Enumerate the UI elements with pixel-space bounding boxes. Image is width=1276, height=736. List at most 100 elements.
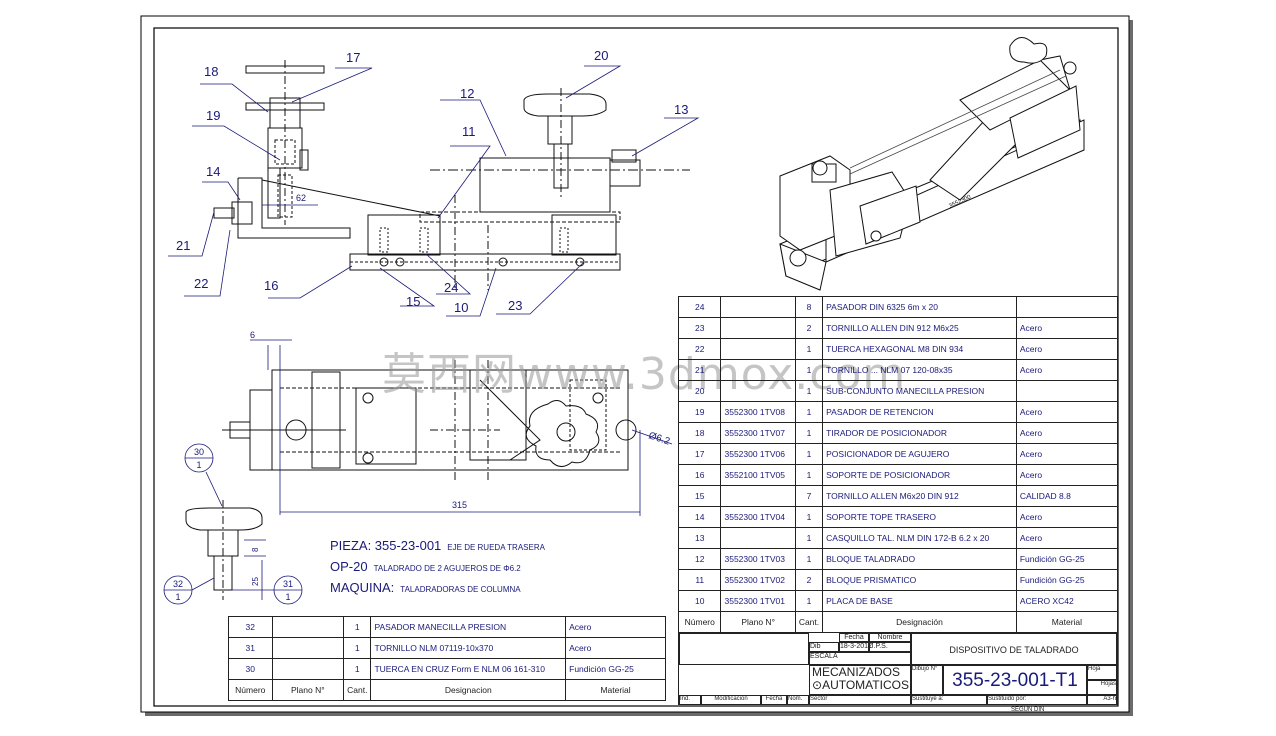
table-cell: 31: [228, 637, 273, 659]
column-header: Material: [565, 679, 666, 701]
tb-nom: Nom.: [787, 695, 809, 705]
table-cell: 3552300 1TV03: [720, 548, 796, 570]
table-cell: 3552300 1TV01: [720, 590, 796, 612]
balloon-14: 14: [206, 164, 220, 179]
balloon-12: 12: [460, 86, 474, 101]
table-cell: Fundición GG-25: [1015, 569, 1119, 591]
table-cell: 12: [677, 548, 722, 570]
tb-ind: Ind.: [679, 695, 701, 705]
table-cell: SOPORTE DE POSICIONADOR: [822, 464, 1017, 486]
note-maq-desc: TALADRADORAS DE COLUMNA: [400, 585, 521, 594]
column-header: Número: [677, 611, 722, 633]
table-cell: Fundición GG-25: [1015, 548, 1119, 570]
table-cell: POSICIONADOR DE AGUJERO: [822, 443, 1017, 465]
table-cell: 1: [794, 401, 824, 423]
table-cell: 1: [794, 338, 824, 360]
detail-balloon-32-a: 32: [173, 579, 183, 589]
table-cell: [271, 658, 345, 680]
table-cell: SUB-CONJUNTO MANECILLA PRESION: [822, 380, 1017, 402]
column-header: Designacion: [370, 679, 567, 701]
tb-company-line2: ⊙AUTOMATICOS: [812, 679, 910, 692]
tb-hoja: Hoja: [1087, 665, 1117, 680]
table-cell: 3552300 1TV02: [720, 569, 796, 591]
table-cell: 17: [677, 443, 722, 465]
table-cell: 3552100 1TV05: [720, 464, 796, 486]
top-view: [222, 360, 637, 480]
balloon-23: 23: [508, 298, 522, 313]
dim-315: 315: [452, 500, 467, 510]
table-cell: 10: [677, 590, 722, 612]
tb-fecha: Fecha: [761, 695, 787, 705]
dim-25: 25: [251, 577, 260, 586]
table-cell: CALIDAD 8.8: [1015, 485, 1119, 507]
table-cell: BLOQUE PRISMATICO: [822, 569, 1017, 591]
table-cell: Acero: [1015, 464, 1119, 486]
tb-dib-label: Dib: [809, 642, 839, 652]
note-op-label: OP-20: [330, 559, 368, 574]
tb-fecha-header: Fecha: [839, 633, 869, 642]
table-cell: [720, 296, 796, 318]
detail-balloon-30-b: 1: [196, 460, 201, 470]
table-cell: Acero: [1015, 422, 1119, 444]
table-cell: Acero: [1015, 338, 1119, 360]
table-cell: TORNILLO ALLEN DIN 912 M6x25: [822, 317, 1017, 339]
table-cell: [271, 637, 345, 659]
tb-modificacion: Modificacion: [701, 695, 761, 705]
tb-company-line2-text: AUTOMATICOS: [822, 678, 909, 692]
tb-dibujo-no-label: Dibujo N°: [911, 665, 943, 695]
title-block: Fecha Nombre Dib 18-3-2012 J.P.S. ESCALA…: [678, 632, 1118, 713]
table-cell: 1: [794, 464, 824, 486]
isometric-view: 3552300: [779, 37, 1085, 291]
table-cell: 1: [343, 616, 372, 638]
table-cell: 16: [677, 464, 722, 486]
table-cell: 1: [343, 637, 372, 659]
balloon-18: 18: [204, 64, 218, 79]
table-cell: [720, 338, 796, 360]
balloon-16: 16: [264, 278, 278, 293]
table-cell: Acero: [565, 616, 666, 638]
column-header: Designación: [822, 611, 1017, 633]
table-cell: [720, 317, 796, 339]
table-cell: 1: [794, 443, 824, 465]
table-cell: 32: [228, 616, 273, 638]
table-cell: Acero: [1015, 317, 1119, 339]
front-view: [213, 60, 690, 290]
table-cell: 8: [794, 296, 824, 318]
note-maquina: MAQUINA:TALADRADORAS DE COLUMNA: [330, 580, 521, 595]
detail-balloon-30-a: 30: [194, 447, 204, 457]
tb-sector: Sector: [809, 695, 911, 705]
column-header: Cant.: [794, 611, 824, 633]
balloon-20: 20: [594, 48, 608, 63]
table-cell: 3552300 1TV04: [720, 506, 796, 528]
table-cell: 7: [794, 485, 824, 507]
table-cell: TORNILLO NLM 07119-10x370: [370, 637, 567, 659]
table-cell: [720, 359, 796, 381]
table-cell: 11: [677, 569, 722, 591]
note-pieza-label: PIEZA: 355-23-001: [330, 538, 442, 553]
balloon-19: 19: [206, 108, 220, 123]
table-cell: 20: [677, 380, 722, 402]
table-cell: TORNILLO ... NLM 07 120-08x35: [822, 359, 1017, 381]
balloon-21: 21: [176, 238, 190, 253]
column-header: Plano N°: [720, 611, 796, 633]
table-cell: Acero: [1015, 359, 1119, 381]
table-cell: TIRADOR DE POSICIONADOR: [822, 422, 1017, 444]
table-cell: BLOQUE TALADRADO: [822, 548, 1017, 570]
note-pieza-desc: EJE DE RUEDA TRASERA: [447, 543, 545, 552]
